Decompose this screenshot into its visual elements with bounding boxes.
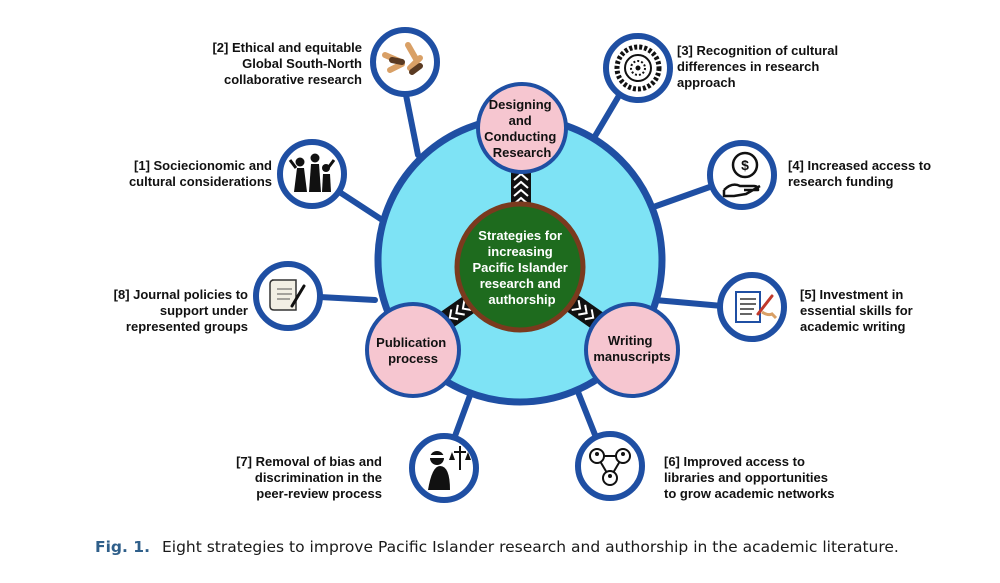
figure-caption: Fig. 1. Eight strategies to improve Pacif… bbox=[95, 538, 899, 556]
money-hand-icon: $ bbox=[707, 140, 777, 210]
stage-designing-label: Designing and Conducting Research bbox=[484, 97, 560, 160]
stage-publication bbox=[365, 302, 461, 398]
scroll-quill-icon bbox=[253, 261, 323, 331]
mandala-icon bbox=[603, 33, 673, 103]
spokes bbox=[280, 62, 748, 463]
strategy-7-label: [7] Removal of bias and discrimination i… bbox=[236, 454, 382, 501]
center-title: Strategies for increasing Pacific Island… bbox=[472, 228, 571, 307]
figure-caption-text: Eight strategies to improve Pacific Isla… bbox=[161, 538, 899, 556]
justice-icon bbox=[409, 433, 479, 503]
stage-writing-label: Writing manuscripts bbox=[593, 333, 670, 364]
family-icon bbox=[277, 139, 347, 209]
strategy-4-label: [4] Increased access to research funding bbox=[788, 158, 932, 189]
strategy-6-label: [6] Improved access to libraries and opp… bbox=[664, 454, 835, 501]
figure-label: Fig. 1. bbox=[95, 538, 150, 556]
center-circle bbox=[454, 201, 586, 333]
strategy-1-label: [1] Sociecionomic and cultural considera… bbox=[128, 158, 272, 189]
svg-text:$: $ bbox=[741, 157, 749, 173]
stage-publication-label: Publication process bbox=[376, 335, 450, 366]
strategy-2-label: [2] Ethical and equitable Global South-N… bbox=[212, 40, 362, 87]
stage-designing bbox=[476, 82, 568, 174]
network-icon bbox=[575, 431, 645, 501]
hands-icon bbox=[370, 27, 440, 97]
strategy-3-label: [3] Recognition of cultural differences … bbox=[677, 43, 839, 90]
strategy-5-label: [5] Investment in essential skills for a… bbox=[800, 287, 913, 334]
stage-writing bbox=[584, 302, 680, 398]
strategy-8-label: [8] Journal policies to support under re… bbox=[113, 287, 248, 334]
writing-paper-icon bbox=[717, 272, 787, 342]
